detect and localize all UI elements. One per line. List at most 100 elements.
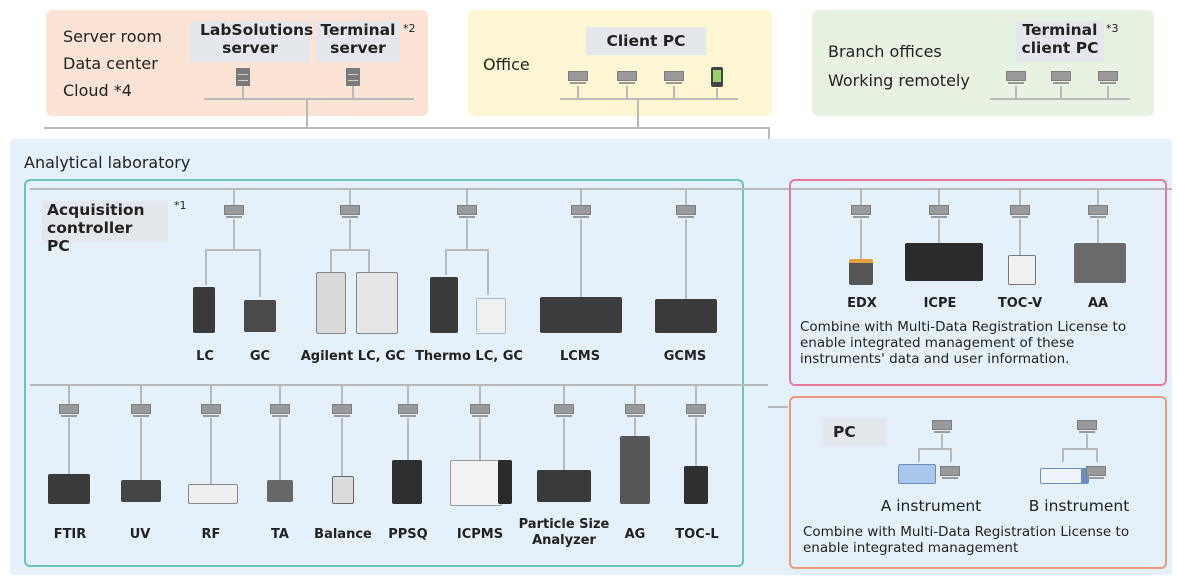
monitor-icon xyxy=(940,466,960,480)
instrument-icon xyxy=(48,474,90,504)
labsolutions-server-label: LabSolutions server xyxy=(190,21,313,62)
multi-data-note: Combine with Multi-Data Registration Lic… xyxy=(800,319,1127,367)
monitor-icon xyxy=(201,404,221,418)
instrument-label-gcms: GCMS xyxy=(663,349,707,364)
instrument-label-agilent: Agilent LC, GC xyxy=(300,349,406,364)
office-label: Office xyxy=(483,55,530,74)
pc-box xyxy=(789,396,1167,569)
tablet-icon xyxy=(711,67,723,87)
monitor-icon xyxy=(929,205,949,219)
monitor-icon xyxy=(457,205,477,219)
terminal-server-label: Terminal server xyxy=(316,21,400,62)
monitor-icon xyxy=(270,404,290,418)
instrument-icon xyxy=(244,300,276,332)
monitor-icon xyxy=(332,404,352,418)
instrument-icon xyxy=(356,272,398,334)
monitor-icon xyxy=(686,404,706,418)
data-center-label: Data center xyxy=(63,54,158,73)
monitor-icon xyxy=(571,205,591,219)
monitor-icon xyxy=(1051,71,1071,85)
instrument-icon xyxy=(537,470,591,502)
terminal-client-pc-label: Terminal client PC xyxy=(1016,21,1104,62)
a-instrument-label: A instrument xyxy=(880,497,982,515)
instrument-label-thermo: Thermo LC, GC xyxy=(415,349,523,364)
monitor-icon xyxy=(224,205,244,219)
monitor-icon xyxy=(617,71,637,85)
acquisition-box xyxy=(24,179,744,567)
monitor-icon xyxy=(1006,71,1026,85)
monitor-icon xyxy=(568,71,588,85)
instrument-icon xyxy=(267,480,293,502)
instrument-label-ftir: FTIR xyxy=(53,527,87,542)
instrument-icon xyxy=(849,259,873,285)
acquisition-note: *1 xyxy=(174,199,187,212)
instrument-icon xyxy=(498,460,512,504)
branch-offices-label: Branch offices xyxy=(828,42,942,61)
monitor-icon xyxy=(1098,71,1118,85)
monitor-icon xyxy=(851,205,871,219)
instrument-label-uv: UV xyxy=(129,527,151,542)
monitor-icon xyxy=(676,205,696,219)
instrument-label-ppsq: PPSQ xyxy=(388,527,428,542)
b-instrument-label: B instrument xyxy=(1028,497,1130,515)
instrument-label-ag: AG xyxy=(624,527,646,542)
instrument-icon xyxy=(1008,255,1036,285)
monitor-icon xyxy=(932,420,952,434)
instrument-icon xyxy=(620,436,650,504)
analytical-laboratory-title: Analytical laboratory xyxy=(24,153,191,172)
terminal-server-note: *2 xyxy=(403,22,416,35)
instrument-icon xyxy=(430,277,458,333)
instrument-icon xyxy=(684,466,708,504)
instrument-icon xyxy=(905,243,983,281)
multi-data-box xyxy=(789,179,1167,386)
client-pc-label: Client PC xyxy=(586,27,706,55)
monitor-icon xyxy=(554,404,574,418)
terminal-client-note: *3 xyxy=(1106,22,1119,35)
server-icon xyxy=(346,68,360,86)
monitor-icon xyxy=(1010,205,1030,219)
instrument-icon xyxy=(1074,243,1126,283)
monitor-icon xyxy=(398,404,418,418)
instrument-label-gc: GC xyxy=(249,349,271,364)
instrument-label-toc-l: TOC-L xyxy=(675,527,719,542)
instrument-icon xyxy=(193,287,215,333)
instrument-label-ta: TA xyxy=(271,527,289,542)
monitor-icon xyxy=(131,404,151,418)
instrument-label-icpms: ICPMS xyxy=(456,527,504,542)
instrument-icon xyxy=(188,484,238,504)
monitor-icon xyxy=(1088,205,1108,219)
instrument-label-lcms: LCMS xyxy=(559,349,601,364)
cloud-label: Cloud *4 xyxy=(63,81,132,100)
instrument-label-icpe: ICPE xyxy=(923,296,957,311)
monitor-icon xyxy=(1077,420,1097,434)
monitor-icon xyxy=(625,404,645,418)
instrument-icon xyxy=(316,272,346,334)
server-room-label: Server room xyxy=(63,27,162,46)
monitor-icon xyxy=(340,205,360,219)
instrument-icon xyxy=(121,480,161,502)
monitor-icon xyxy=(470,404,490,418)
instrument-icon xyxy=(540,297,622,333)
monitor-icon xyxy=(59,404,79,418)
instrument-icon xyxy=(1040,468,1089,484)
pc-label: PC xyxy=(823,418,887,446)
instrument-icon xyxy=(450,460,502,506)
instrument-label-edx: EDX xyxy=(847,296,877,311)
instrument-label-lc: LC xyxy=(196,349,214,364)
instrument-icon xyxy=(476,298,506,334)
instrument-label-toc-v: TOC-V xyxy=(997,296,1043,311)
instrument-icon xyxy=(332,476,354,504)
instrument-icon xyxy=(655,299,717,333)
monitor-icon xyxy=(664,71,684,85)
instrument-label-rf: RF xyxy=(201,527,221,542)
acquisition-controller-pc-label: Acquisition controller PC xyxy=(42,201,168,255)
server-icon xyxy=(236,68,250,86)
instrument-label-aa: AA xyxy=(1087,296,1109,311)
instrument-icon xyxy=(898,464,936,484)
instrument-icon xyxy=(392,460,422,504)
instrument-label-balance: Balance xyxy=(314,527,372,542)
instrument-label-particle-size: Particle Size Analyzer xyxy=(518,517,610,548)
pc-box-note: Combine with Multi-Data Registration Lic… xyxy=(803,524,1130,556)
monitor-icon xyxy=(1086,466,1106,480)
working-remotely-label: Working remotely xyxy=(828,71,970,90)
